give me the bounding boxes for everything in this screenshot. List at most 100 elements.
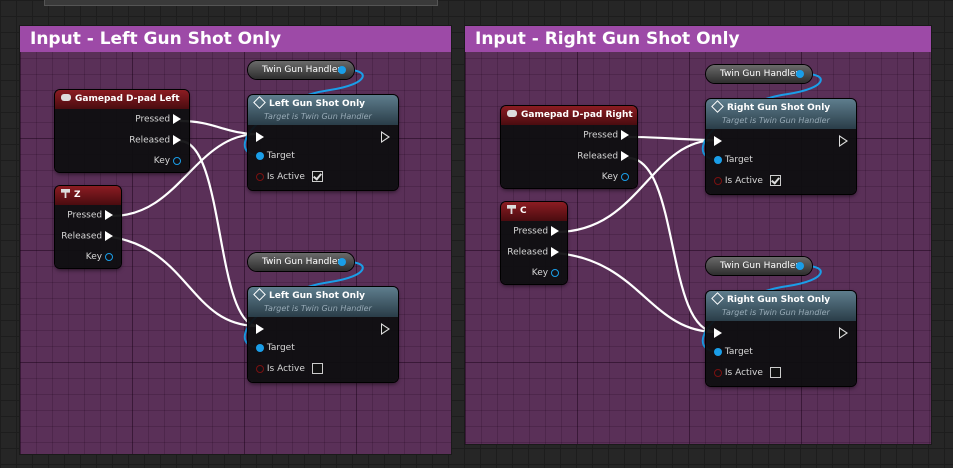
event-title: Gamepad D-pad Left xyxy=(75,94,180,104)
variable-twin-gun-handler[interactable]: Twin Gun Handler xyxy=(248,253,354,271)
function-title: Left Gun Shot Only xyxy=(269,99,366,109)
event-header: Gamepad D-pad Left xyxy=(55,90,189,109)
exec-in-pin[interactable] xyxy=(714,136,722,146)
pin-released[interactable]: Released xyxy=(507,247,559,258)
object-pin[interactable] xyxy=(338,66,346,74)
pin-label: Key xyxy=(601,172,619,182)
event-title: Gamepad D-pad Right xyxy=(521,110,633,120)
pin-is-active[interactable]: Is Active xyxy=(256,171,323,182)
event-title: C xyxy=(520,206,527,216)
exec-in-pin[interactable] xyxy=(256,132,264,142)
event-header: C xyxy=(501,202,567,221)
pin-key[interactable]: Key xyxy=(532,268,559,278)
pin-is-active[interactable]: Is Active xyxy=(714,367,781,378)
exec-out-pin[interactable] xyxy=(551,226,559,236)
pin-released[interactable]: Released xyxy=(129,135,181,146)
bool-pin[interactable] xyxy=(714,368,722,377)
pin-label: Key xyxy=(85,252,103,262)
target-pin[interactable] xyxy=(714,347,722,356)
exec-out-pin[interactable] xyxy=(839,327,848,339)
function-subtitle: Target is Twin Gun Handler xyxy=(264,112,372,121)
pin-label: Pressed xyxy=(513,226,549,237)
pin-pressed[interactable]: Pressed xyxy=(583,130,629,141)
pin-released[interactable]: Released xyxy=(61,231,113,242)
pin-label: Key xyxy=(531,268,549,278)
pin-key[interactable]: Key xyxy=(154,156,181,166)
pin-is-active[interactable]: Is Active xyxy=(714,175,781,186)
function-title: Right Gun Shot Only xyxy=(727,103,831,113)
bool-pin[interactable] xyxy=(714,176,722,185)
pin-pressed[interactable]: Pressed xyxy=(135,114,181,125)
pin-pressed[interactable]: Pressed xyxy=(67,210,113,221)
exec-out-pin[interactable] xyxy=(173,135,181,145)
function-icon xyxy=(253,288,266,301)
pin-target[interactable]: Target xyxy=(714,347,753,357)
variable-twin-gun-handler[interactable]: Twin Gun Handler xyxy=(248,61,354,79)
pin-label: Key xyxy=(153,156,171,166)
key-pin[interactable] xyxy=(621,172,629,181)
pin-key[interactable]: Key xyxy=(602,172,629,182)
target-pin[interactable] xyxy=(256,343,264,352)
exec-in-pin[interactable] xyxy=(714,328,722,338)
pin-label: Target xyxy=(266,343,295,353)
pin-label: Is Active xyxy=(724,176,763,186)
event-node-gamepad-left[interactable]: Gamepad D-pad Left Pressed Released Key xyxy=(55,90,189,172)
function-subtitle: Target is Twin Gun Handler xyxy=(722,308,830,317)
bool-pin[interactable] xyxy=(256,172,264,181)
gamepad-icon xyxy=(507,110,517,117)
function-subtitle: Target is Twin Gun Handler xyxy=(722,116,830,125)
exec-out-pin[interactable] xyxy=(173,114,181,124)
event-node-key-c[interactable]: C Pressed Released Key xyxy=(501,202,567,284)
event-node-key-z[interactable]: Z Pressed Released Key xyxy=(55,186,121,268)
exec-out-pin[interactable] xyxy=(381,131,390,143)
variable-twin-gun-handler[interactable]: Twin Gun Handler xyxy=(706,257,812,275)
pin-label: Is Active xyxy=(266,364,305,374)
pin-pressed[interactable]: Pressed xyxy=(513,226,559,237)
function-title: Left Gun Shot Only xyxy=(269,291,366,301)
comment-title-left[interactable]: Input - Left Gun Shot Only xyxy=(20,26,451,52)
key-pin[interactable] xyxy=(105,252,113,261)
target-pin[interactable] xyxy=(714,155,722,164)
event-header: Gamepad D-pad Right xyxy=(501,106,637,125)
pin-label: Released xyxy=(61,231,103,242)
exec-out-pin[interactable] xyxy=(381,323,390,335)
comment-title-right[interactable]: Input - Right Gun Shot Only xyxy=(465,26,931,52)
is-active-checkbox[interactable] xyxy=(311,171,323,182)
pin-label: Released xyxy=(577,151,619,162)
is-active-checkbox[interactable] xyxy=(311,363,323,374)
function-icon xyxy=(711,100,724,113)
exec-out-pin[interactable] xyxy=(105,210,113,220)
node-fragment-top xyxy=(44,0,438,6)
pin-target[interactable]: Target xyxy=(256,343,295,353)
object-pin[interactable] xyxy=(338,258,346,266)
bool-pin[interactable] xyxy=(256,364,264,373)
exec-in-pin[interactable] xyxy=(256,324,264,334)
is-active-checkbox[interactable] xyxy=(769,367,781,378)
variable-twin-gun-handler[interactable]: Twin Gun Handler xyxy=(706,65,812,83)
event-node-gamepad-right[interactable]: Gamepad D-pad Right Pressed Released Key xyxy=(501,106,637,188)
object-pin[interactable] xyxy=(796,70,804,78)
pin-is-active[interactable]: Is Active xyxy=(256,363,323,374)
keyboard-icon xyxy=(507,205,516,214)
object-pin[interactable] xyxy=(796,262,804,270)
pin-released[interactable]: Released xyxy=(577,151,629,162)
variable-label: Twin Gun Handler xyxy=(262,257,342,267)
exec-out-pin[interactable] xyxy=(105,231,113,241)
is-active-checkbox[interactable] xyxy=(769,175,781,186)
key-pin[interactable] xyxy=(551,268,559,277)
key-pin[interactable] xyxy=(173,156,181,165)
exec-out-pin[interactable] xyxy=(621,151,629,161)
exec-out-pin[interactable] xyxy=(621,130,629,140)
pin-key[interactable]: Key xyxy=(86,252,113,262)
pin-label: Is Active xyxy=(266,172,305,182)
pin-target[interactable]: Target xyxy=(256,151,295,161)
exec-out-pin[interactable] xyxy=(839,135,848,147)
target-pin[interactable] xyxy=(256,151,264,160)
exec-out-pin[interactable] xyxy=(551,247,559,257)
pin-target[interactable]: Target xyxy=(714,155,753,165)
